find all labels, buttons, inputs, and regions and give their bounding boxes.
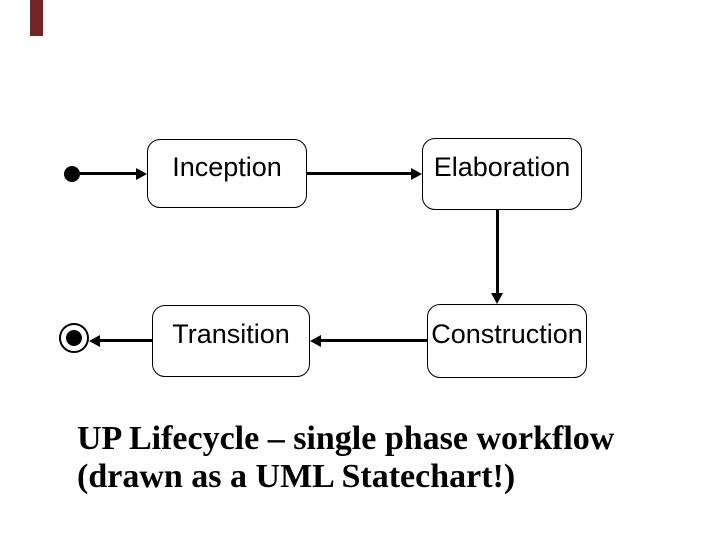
state-inception-label: Inception <box>172 151 282 182</box>
caption-line-1: UP Lifecycle – single phase workflow <box>77 420 615 457</box>
state-construction: Construction <box>427 304 587 378</box>
state-inception: Inception <box>147 139 307 208</box>
arrowhead-into-final-icon <box>89 335 100 347</box>
transition-line-inception-to-elaboration <box>307 172 412 175</box>
state-transition-label: Transition <box>172 319 290 349</box>
state-construction-label: Construction <box>431 319 583 349</box>
transition-line-initial-to-inception <box>72 172 138 175</box>
transition-line-transition-to-final <box>99 339 152 342</box>
arrowhead-into-elaboration-icon <box>411 168 422 180</box>
slide-accent-bar <box>30 0 43 36</box>
transition-line-elaboration-to-construction <box>496 210 499 294</box>
state-transition: Transition <box>152 305 310 377</box>
transition-line-construction-to-transition <box>320 339 427 342</box>
state-elaboration: Elaboration <box>422 138 582 210</box>
caption-line-2: (drawn as a UML Statechart!) <box>77 458 516 495</box>
arrowhead-into-construction-icon <box>491 293 503 304</box>
final-state-inner-dot-icon <box>66 330 82 346</box>
arrowhead-into-inception-icon <box>136 168 147 180</box>
state-elaboration-label: Elaboration <box>433 152 571 182</box>
final-state-icon <box>59 323 89 353</box>
slide-caption: UP Lifecycle – single phase workflow (dr… <box>77 420 614 496</box>
arrowhead-into-transition-icon <box>310 335 321 347</box>
